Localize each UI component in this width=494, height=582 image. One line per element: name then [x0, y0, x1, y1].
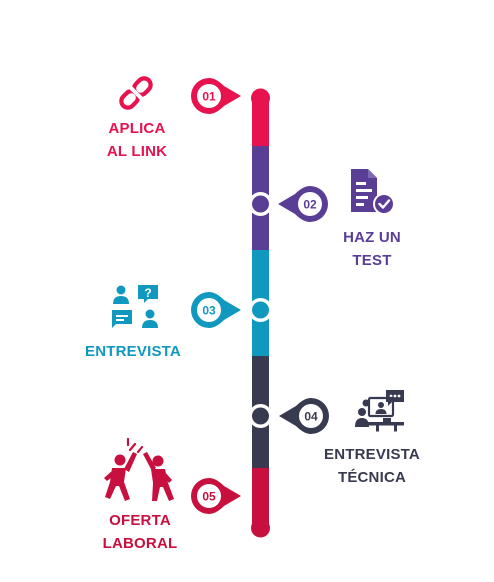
step-badge-3: 03 — [191, 292, 241, 328]
step-label-2-line-2: TEST — [352, 252, 392, 269]
timeline-node-1 — [251, 88, 270, 108]
step-label-3-line-1: ENTREVISTA — [85, 343, 181, 360]
test-document-icon — [351, 169, 395, 215]
step-label-4-line-1: ENTREVISTA — [324, 446, 420, 463]
step-number-2: 02 — [303, 198, 317, 212]
step-label-5-line-1: OFERTA — [109, 512, 171, 529]
step-badge-2: 02 — [278, 186, 328, 222]
step-badge-1: 01 — [191, 78, 241, 114]
step-number-1: 01 — [202, 90, 216, 104]
step-number-3: 03 — [202, 304, 216, 318]
step-number-5: 05 — [202, 490, 216, 504]
timeline-node-3 — [248, 298, 273, 322]
svg-text:?: ? — [144, 286, 151, 300]
step-label-1: APLICA AL LINK — [94, 117, 180, 163]
timeline-node-4 — [248, 404, 273, 428]
step-label-5-line-2: LABORAL — [102, 535, 178, 552]
step-label-3: ENTREVISTA — [74, 340, 192, 363]
step-label-5: OFERTA LABORAL — [90, 509, 190, 555]
celebration-icon — [104, 437, 174, 501]
step-number-4: 04 — [304, 410, 318, 424]
step-label-1-line-1: APLICA — [108, 120, 166, 137]
link-icon — [119, 76, 153, 110]
step-label-1-line-2: AL LINK — [106, 143, 168, 160]
step-badge-5: 05 — [191, 478, 241, 514]
step-label-4: ENTREVISTA TÉCNICA — [312, 443, 432, 489]
timeline-node-5 — [251, 518, 270, 538]
track-segment-1 — [252, 98, 269, 146]
step-label-2-line-1: HAZ UN — [343, 229, 401, 246]
step-badge-4: 04 — [279, 398, 329, 434]
interview-icon: ? — [112, 285, 158, 328]
track-segment-5 — [252, 468, 269, 528]
timeline-node-2 — [248, 192, 273, 216]
technical-interview-icon — [355, 390, 404, 432]
step-label-2: HAZ UN TEST — [330, 226, 414, 272]
step-label-4-line-2: TÉCNICA — [337, 469, 407, 486]
